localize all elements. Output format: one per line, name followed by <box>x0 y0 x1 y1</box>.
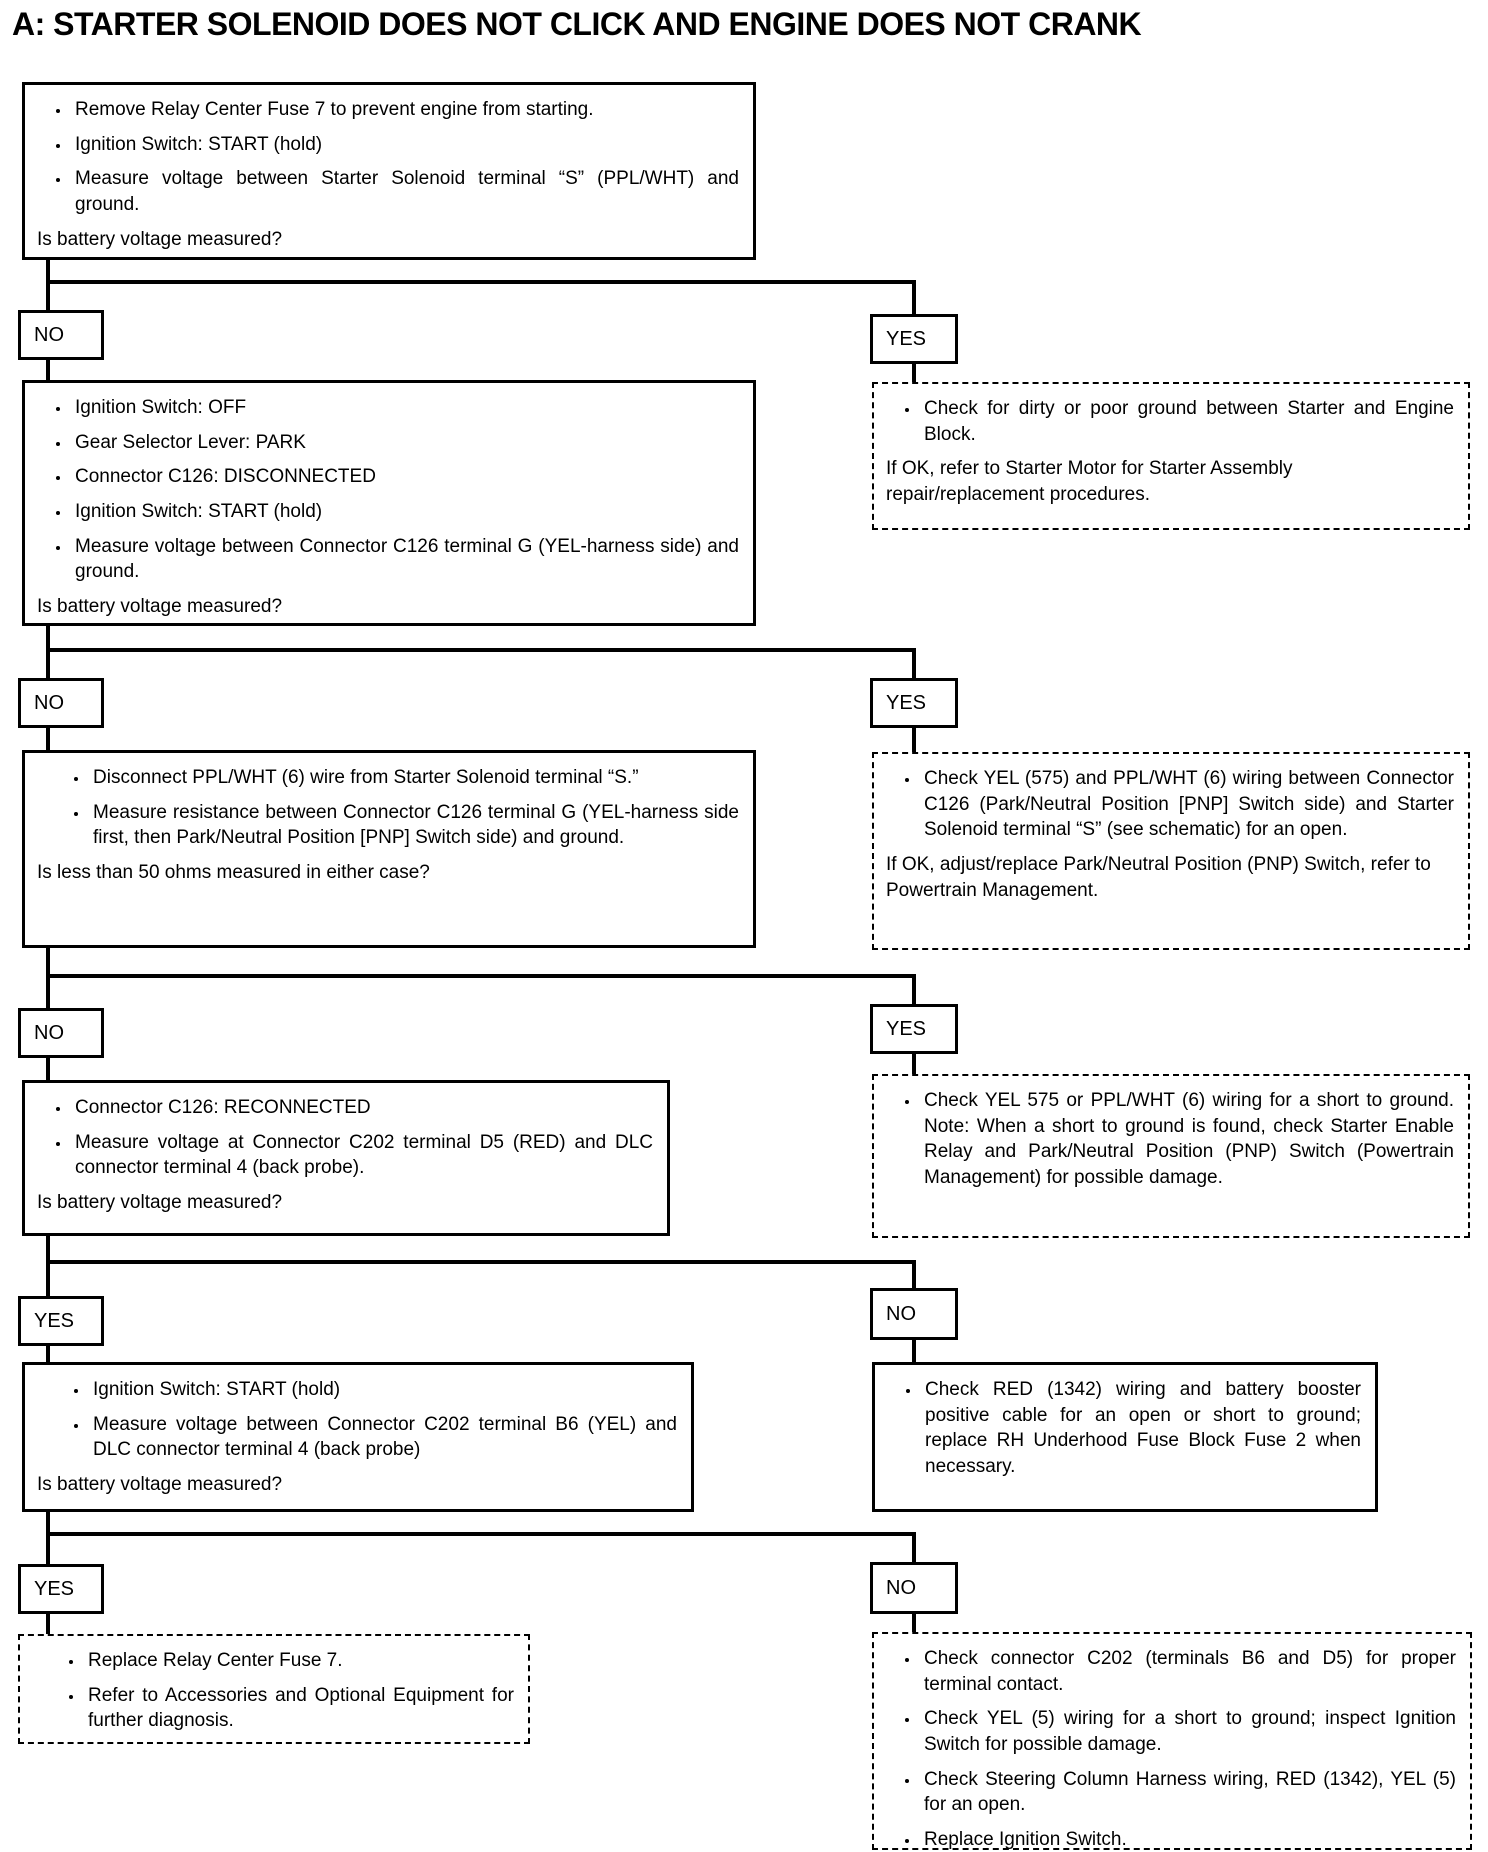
connector <box>912 1532 916 1564</box>
result1-footer: If OK, refer to Starter Motor for Starte… <box>886 458 1293 505</box>
step3-question-box: Disconnect PPL/WHT (6) wire from Starter… <box>22 750 756 948</box>
step2-bullet: Measure voltage between Connector C126 t… <box>71 534 739 585</box>
branch3-yes-label: YES <box>870 1004 958 1054</box>
result5-no-bullet: Check Steering Column Harness wiring, RE… <box>920 1767 1456 1818</box>
step5-bullet-list: Ignition Switch: START (hold) Measure vo… <box>65 1377 677 1463</box>
result5-no-bullet: Check connector C202 (terminals B6 and D… <box>920 1646 1456 1697</box>
branch2-no-label: NO <box>18 678 104 728</box>
connector <box>46 624 50 680</box>
step4-bullet-list: Connector C126: RECONNECTED Measure volt… <box>47 1095 653 1181</box>
connector <box>46 1344 50 1364</box>
connector <box>46 1532 916 1536</box>
result5-no-box: Check connector C202 (terminals B6 and D… <box>872 1632 1472 1850</box>
connector <box>46 258 50 312</box>
connector <box>912 726 916 754</box>
step5-bullet: Measure voltage between Connector C202 t… <box>89 1412 677 1463</box>
step5-bullet: Ignition Switch: START (hold) <box>89 1377 677 1403</box>
result5-no-bullet: Check YEL (5) wiring for a short to grou… <box>920 1706 1456 1757</box>
step5-question-box: Ignition Switch: START (hold) Measure vo… <box>22 1362 694 1512</box>
step1-bullet: Ignition Switch: START (hold) <box>71 132 739 158</box>
branch1-no-label: NO <box>18 310 104 360</box>
branch4-no-label: NO <box>870 1288 958 1340</box>
branch5-yes-label: YES <box>18 1564 104 1614</box>
branch2-yes-label: YES <box>870 678 958 728</box>
step1-bullet-list: Remove Relay Center Fuse 7 to prevent en… <box>47 97 739 218</box>
step2-question-box: Ignition Switch: OFF Gear Selector Lever… <box>22 380 756 626</box>
result2-box: Check YEL (575) and PPL/WHT (6) wiring b… <box>872 752 1470 950</box>
result3-box: Check YEL 575 or PPL/WHT (6) wiring for … <box>872 1074 1470 1238</box>
connector <box>912 280 916 316</box>
result5-yes-bullet: Refer to Accessories and Optional Equipm… <box>84 1683 514 1734</box>
step4-question-box: Connector C126: RECONNECTED Measure volt… <box>22 1080 670 1236</box>
step2-bullet-list: Ignition Switch: OFF Gear Selector Lever… <box>47 395 739 585</box>
branch5-no-label: NO <box>870 1562 958 1614</box>
connector <box>46 974 916 978</box>
result4-bullet: Check RED (1342) wiring and battery boos… <box>921 1377 1361 1480</box>
result1-box: Check for dirty or poor ground between S… <box>872 382 1470 530</box>
step2-bullet: Ignition Switch: OFF <box>71 395 739 421</box>
step3-bullet: Disconnect PPL/WHT (6) wire from Starter… <box>89 765 739 791</box>
step1-bullet: Remove Relay Center Fuse 7 to prevent en… <box>71 97 739 123</box>
step3-bullet-list: Disconnect PPL/WHT (6) wire from Starter… <box>65 765 739 851</box>
result5-yes-bullet: Replace Relay Center Fuse 7. <box>84 1648 514 1674</box>
result3-bullet-list: Check YEL 575 or PPL/WHT (6) wiring for … <box>896 1088 1454 1191</box>
result5-yes-box: Replace Relay Center Fuse 7. Refer to Ac… <box>18 1634 530 1744</box>
connector <box>46 726 50 752</box>
result4-box: Check RED (1342) wiring and battery boos… <box>872 1362 1378 1512</box>
connector <box>46 648 916 652</box>
step2-bullet: Gear Selector Lever: PARK <box>71 430 739 456</box>
connector <box>46 1612 50 1636</box>
step4-bullet: Measure voltage at Connector C202 termin… <box>71 1130 653 1181</box>
connector <box>46 1234 50 1296</box>
connector <box>46 1056 50 1082</box>
connector <box>46 1260 916 1264</box>
step3-question: Is less than 50 ohms measured in either … <box>37 861 430 883</box>
connector <box>46 1510 50 1564</box>
result3-bullet: Check YEL 575 or PPL/WHT (6) wiring for … <box>920 1088 1454 1191</box>
step4-question: Is battery voltage measured? <box>37 1191 283 1213</box>
connector <box>46 280 916 284</box>
step1-bullet: Measure voltage between Starter Solenoid… <box>71 166 739 217</box>
result5-yes-bullet-list: Replace Relay Center Fuse 7. Refer to Ac… <box>60 1648 514 1734</box>
step1-question-box: Remove Relay Center Fuse 7 to prevent en… <box>22 82 756 260</box>
connector <box>912 648 916 680</box>
branch4-yes-label: YES <box>18 1296 104 1346</box>
step1-question: Is battery voltage measured? <box>37 228 283 250</box>
step4-bullet: Connector C126: RECONNECTED <box>71 1095 653 1121</box>
connector <box>912 1338 916 1364</box>
step3-bullet: Measure resistance between Connector C12… <box>89 800 739 851</box>
connector <box>912 1612 916 1634</box>
connector <box>912 1052 916 1076</box>
connector <box>46 358 50 382</box>
branch3-no-label: NO <box>18 1008 104 1058</box>
step5-question: Is battery voltage measured? <box>37 1473 283 1495</box>
result4-bullet-list: Check RED (1342) wiring and battery boos… <box>897 1377 1361 1480</box>
result5-no-bullet-list: Check connector C202 (terminals B6 and D… <box>896 1646 1456 1852</box>
page-title: A: STARTER SOLENOID DOES NOT CLICK AND E… <box>12 6 1142 42</box>
result2-footer: If OK, adjust/replace Park/Neutral Posit… <box>886 853 1431 901</box>
step2-bullet: Ignition Switch: START (hold) <box>71 499 739 525</box>
step2-bullet: Connector C126: DISCONNECTED <box>71 464 739 490</box>
result2-bullet-list: Check YEL (575) and PPL/WHT (6) wiring b… <box>896 766 1454 843</box>
result2-bullet: Check YEL (575) and PPL/WHT (6) wiring b… <box>920 766 1454 843</box>
result5-no-bullet: Replace Ignition Switch. <box>920 1827 1456 1852</box>
connector <box>912 974 916 1006</box>
connector <box>912 362 916 384</box>
result1-bullet: Check for dirty or poor ground between S… <box>920 396 1454 447</box>
branch1-yes-label: YES <box>870 314 958 364</box>
connector <box>912 1260 916 1290</box>
step2-question: Is battery voltage measured? <box>37 595 283 617</box>
result1-bullet-list: Check for dirty or poor ground between S… <box>896 396 1454 447</box>
